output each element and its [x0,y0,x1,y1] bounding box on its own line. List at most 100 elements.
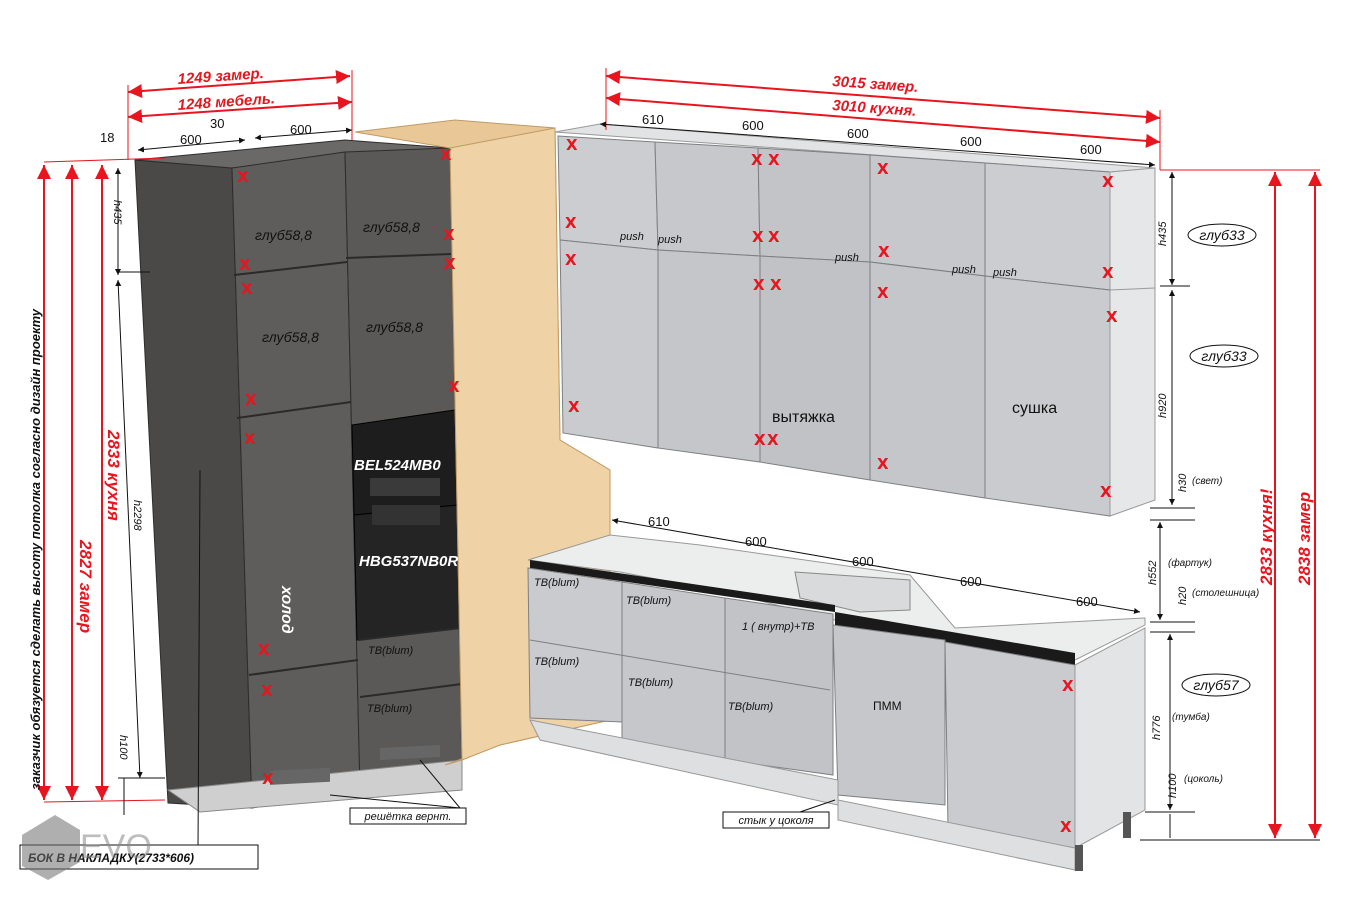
dim-h552: h552 [1147,561,1159,585]
hinge-x-mark: X [443,226,455,244]
hinge-x-mark: X [448,378,460,396]
depth-upper-2: глуб33 [1201,348,1246,364]
dim-2833-right: 2833 кухня! [1257,488,1276,586]
note-plinth-joint: стык у цоколя [738,815,813,827]
dim-h30: h30 [1177,473,1189,492]
depth-base: глуб57 [1193,677,1239,693]
hinge-x-mark: X [565,214,577,232]
hinge-x-mark: X [262,770,274,788]
hinge-x-mark: X [768,228,780,246]
dim-h920: h920 [1157,393,1169,418]
depth-upper-1: глуб33 [1199,227,1244,243]
dim-base-600-1: 600 [745,534,767,549]
hinge-x-mark: X [877,455,889,473]
hinge-x-mark: X [245,391,257,409]
hinge-x-mark: X [258,641,270,659]
dim-h435-right: h435 [1157,221,1169,246]
ceiling-note: заказчик обязуется сделать высоту потолк… [28,308,43,790]
tall-drawer-1: TB(blum) [368,645,414,657]
push-4: push [951,264,976,276]
label-tumba: (тумба) [1172,711,1210,723]
label-stoleshnica: (столешница) [1192,588,1259,599]
base-drawer-4: TB(blum) [628,677,674,689]
dim-h100-right: h100 [1167,773,1179,798]
dim-upper-600-1: 600 [742,118,764,133]
hinge-x-mark: X [565,251,577,269]
dim-h2298: h2298 [131,500,143,531]
dim-upper-600-2: 600 [847,126,869,141]
depth-tall-2: глуб58,8 [363,219,420,235]
push-1: push [619,231,644,243]
base-units [527,534,1146,871]
base-drawer-3: TB(blum) [534,656,580,668]
base-drawer-5: TB(blum) [728,701,774,713]
dims-base: 610 600 600 600 600 [611,514,1141,614]
base-inner-drawer: 1 ( внутр)+ТВ [742,621,815,633]
dryer-label: сушка [1012,400,1057,417]
hinge-x-mark: X [770,276,782,294]
dim-base-600-2: 600 [852,554,874,569]
hinge-x-mark: X [768,151,780,169]
hinge-x-mark: X [751,151,763,169]
hinge-x-mark: X [244,430,256,448]
dims-right: h435 h920 h30 (свет) h552 (фартук) h20 (… [1140,169,1322,841]
hinge-x-mark: X [241,280,253,298]
dims-left: заказчик обязуется сделать высоту потолк… [28,157,166,815]
dim-upper-610: 610 [642,112,664,127]
hinge-x-mark: X [261,682,273,700]
depth-labels: глуб33 глуб33 глуб57 [1181,223,1259,697]
dim-2838: 2838 замер [1295,492,1314,586]
dim-h776: h776 [1151,715,1163,740]
dim-1248: 1248 мебель. [177,90,275,114]
dim-upper-600-4: 600 [1080,142,1102,157]
evo-logo-text: EVO [80,828,152,866]
dim-base-600-4: 600 [1076,594,1098,609]
fridge-label: холод [278,585,295,634]
dim-1249: 1249 замер. [177,65,264,88]
oven-model-1: BEL524MB0 [354,457,441,474]
label-svet: (свет) [1192,476,1222,487]
dim-2827: 2827 замер [76,539,95,633]
hinge-x-mark: X [239,256,251,274]
hinge-x-mark: X [752,228,764,246]
push-2: push [657,234,682,246]
dim-3010: 3010 кухня. [832,97,917,120]
label-cokol: (цоколь) [1184,774,1223,785]
hinge-x-mark: X [1102,264,1114,282]
hinge-x-mark: X [767,431,779,449]
note-grille: решётка вернт. [364,811,452,823]
hinge-x-mark: X [877,284,889,302]
push-3: push [834,252,859,264]
dim-3015: 3015 замер. [832,73,919,96]
dim-18: 18 [100,130,114,145]
wall-units [554,123,1156,517]
depth-tall-1: глуб58,8 [255,227,312,243]
hinge-x-mark: X [754,431,766,449]
dim-base-610: 610 [648,514,670,529]
hinge-x-mark: X [1102,173,1114,191]
hinge-x-mark: X [1106,308,1118,326]
base-labels: TB(blum) TB(blum) 1 ( внутр)+ТВ TB(blum)… [534,577,902,713]
tall-drawer-2: TB(blum) [367,703,413,715]
tall-column [134,139,463,813]
hinge-x-mark: X [1100,483,1112,501]
dishwasher-label: ПММ [873,699,902,713]
tall-labels: глуб58,8 глуб58,8 глуб58,8 глуб58,8 холо… [197,219,458,851]
hood-label: вытяжка [772,409,835,426]
dim-h435-left: h435 [111,200,123,225]
dim-h20: h20 [1177,586,1189,605]
dim-600-a: 600 [180,132,202,147]
wall-labels: push push push push push вытяжка сушка [619,231,1057,426]
dims-top-left: 1249 замер. 1248 мебель. 18 600 30 600 [100,65,353,160]
base-drawer-1: TB(blum) [534,577,580,589]
hinge-x-mark: X [237,168,249,186]
hinge-x-mark: X [440,146,452,164]
evo-logo: EVO [22,815,152,880]
dim-600-b: 600 [290,122,312,137]
oven-model-2: HBG537NB0R [359,553,458,570]
hinge-x-mark: X [878,243,890,261]
label-fartuk: (фартук) [1168,557,1212,569]
dims-top-right: 3015 замер. 3010 кухня. 610 600 600 600 … [599,68,1161,170]
